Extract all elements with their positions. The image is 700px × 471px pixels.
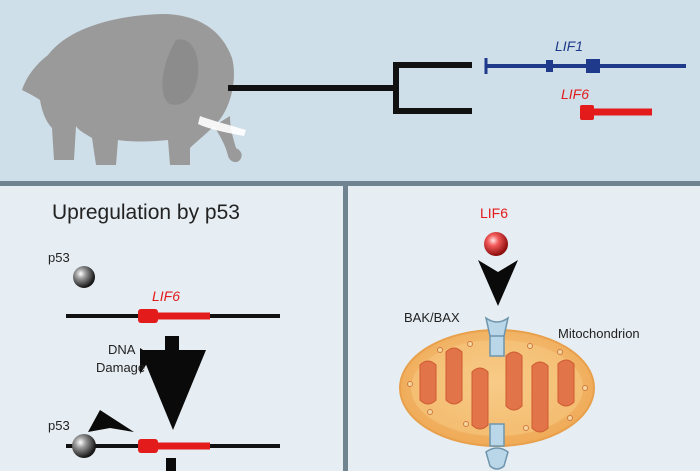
phylogenetic-tree xyxy=(228,62,472,114)
lif6-protein-sphere xyxy=(484,232,508,256)
lif6-label-dna: LIF6 xyxy=(152,288,181,304)
dna-damage-label-line1: DNA xyxy=(108,342,136,357)
lif6-gene-bar xyxy=(580,105,652,120)
p53-sphere-1 xyxy=(73,266,95,288)
dna-damage-flash xyxy=(140,348,152,374)
elephant-silhouette xyxy=(22,14,246,165)
mitochondrion xyxy=(399,329,595,447)
p53-label-1: p53 xyxy=(48,250,70,265)
p53-label-2: p53 xyxy=(48,418,70,433)
promoter-arrow xyxy=(88,410,134,432)
dna-strand-1 xyxy=(66,309,280,323)
lif6-label-top: LIF6 xyxy=(561,86,590,102)
lif1-gene-bar xyxy=(484,58,686,74)
upregulation-title: Upregulation by p53 xyxy=(52,201,240,224)
bakbax-label: BAK/BAX xyxy=(404,310,460,325)
bakbax-channel-top xyxy=(484,316,510,357)
lif6-to-bakbax-arrow xyxy=(478,260,518,306)
dna-damage-label-line2: Damage xyxy=(96,360,146,375)
p53-sphere-2 xyxy=(72,434,96,458)
lif1-label: LIF1 xyxy=(555,38,584,54)
dna-strand-2 xyxy=(66,439,280,453)
downward-arrow xyxy=(140,336,206,430)
horizontal-divider xyxy=(0,181,700,186)
bakbax-channel-bottom xyxy=(485,423,509,470)
lif6-label-right: LIF6 xyxy=(480,205,509,221)
vertical-divider xyxy=(343,186,348,471)
arrow-tail-fragment xyxy=(166,458,176,471)
mitochondrion-label: Mitochondrion xyxy=(558,326,640,341)
